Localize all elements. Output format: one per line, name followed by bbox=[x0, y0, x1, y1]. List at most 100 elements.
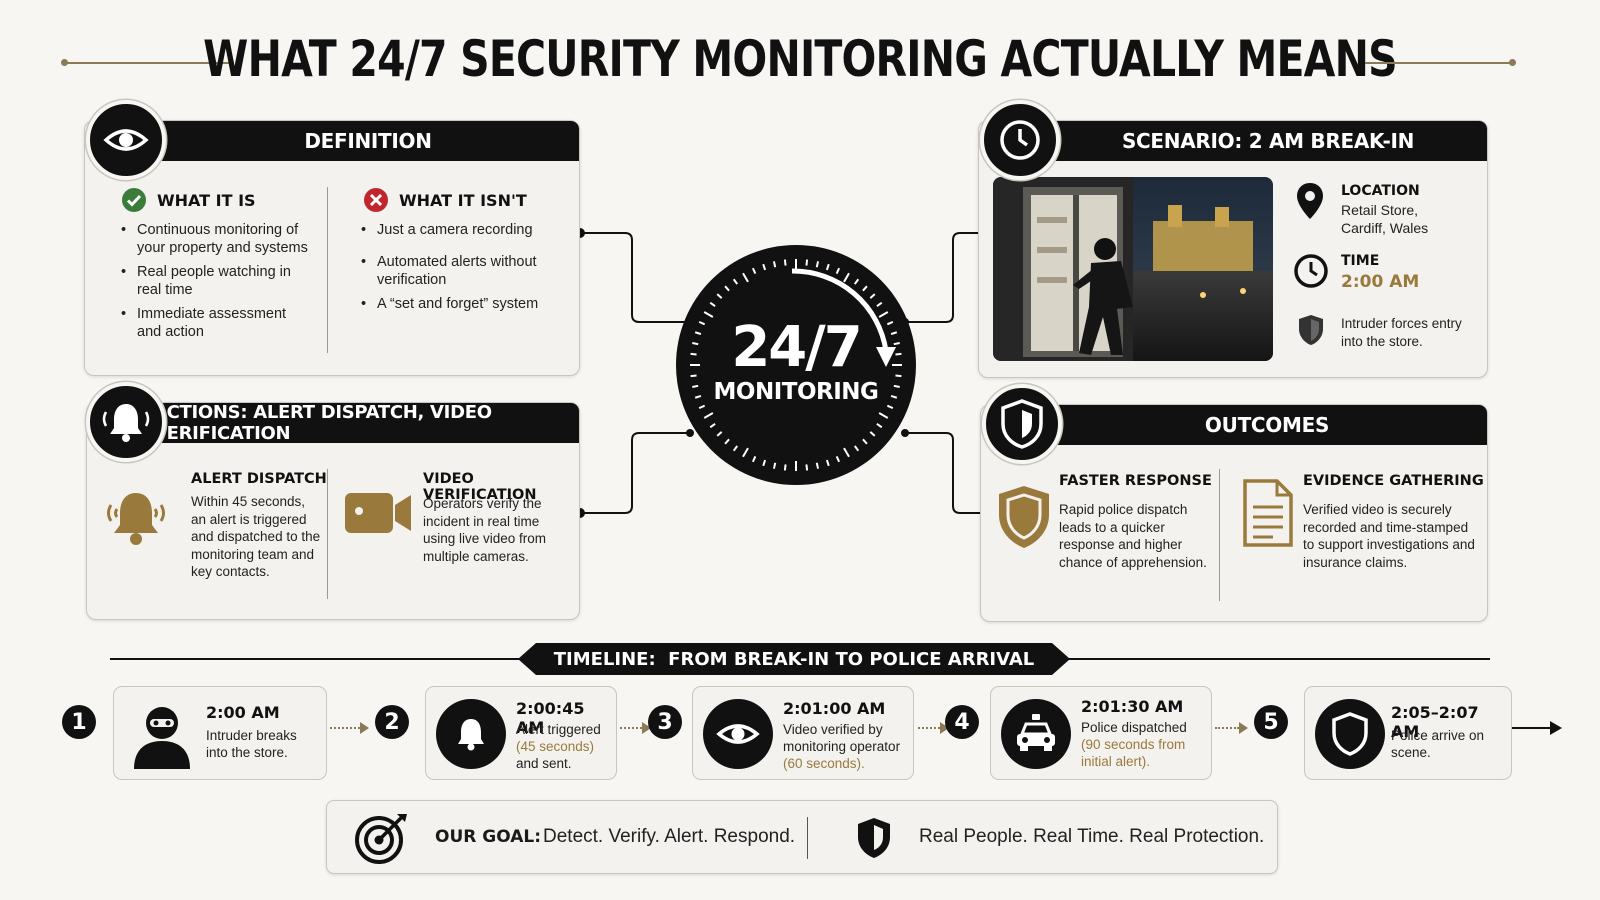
gold-shield-icon bbox=[995, 483, 1053, 551]
scenario-header: SCENARIO: 2 AM BREAK-IN bbox=[1049, 121, 1487, 161]
goal-bar: OUR GOAL: Detect. Verify. Alert. Respond… bbox=[326, 800, 1278, 874]
dial-tick bbox=[890, 331, 898, 336]
dial-tick bbox=[890, 394, 898, 399]
dial-tick bbox=[692, 341, 699, 346]
dial-tick bbox=[835, 455, 841, 463]
list-item: A “set and forget” system bbox=[361, 295, 551, 313]
time-value: 2:00 AM bbox=[1341, 272, 1420, 292]
time-clock-icon bbox=[1293, 253, 1329, 289]
center-big-text: 24/7 bbox=[731, 315, 862, 380]
goal-label: OUR GOAL: bbox=[435, 827, 542, 847]
title-ornament-left bbox=[64, 62, 234, 64]
center-small-text: MONITORING bbox=[713, 379, 879, 405]
dial-tick bbox=[843, 272, 850, 283]
dial-tick bbox=[716, 431, 723, 437]
step-time: 2:05–2:07 AM bbox=[1391, 703, 1479, 741]
dial-tick bbox=[694, 331, 702, 336]
dial-tick bbox=[762, 263, 767, 271]
arrow-connector bbox=[918, 727, 940, 729]
alert-dispatch-heading: ALERT DISPATCH bbox=[191, 471, 327, 487]
dial-tick bbox=[690, 374, 697, 378]
step-number-1: 1 bbox=[62, 705, 96, 739]
dial-tick bbox=[772, 261, 777, 268]
evidence-gathering-text: Verified video is securely recorded and … bbox=[1303, 502, 1475, 570]
video-verification-text: Operators verify the incident in real ti… bbox=[423, 496, 547, 564]
eye-icon bbox=[103, 129, 149, 151]
shield-small-icon bbox=[1297, 313, 1325, 347]
timeline-step-5: 2:05–2:07 AM Police arrive on scene. bbox=[1304, 686, 1512, 780]
what-it-is-heading: WHAT IT IS bbox=[121, 187, 256, 213]
dial-tick bbox=[815, 261, 820, 268]
faster-response-text: Rapid police dispatch leads to a quicker… bbox=[1059, 502, 1207, 570]
step-desc: Police arrive on scene. bbox=[1391, 728, 1485, 760]
police-car-icon bbox=[1001, 699, 1071, 769]
timeline-step-3: 2:01:00 AM Video verified by monitoring … bbox=[692, 686, 914, 780]
shield-icon bbox=[855, 816, 893, 860]
step-desc: Police dispatched (90 seconds from initi… bbox=[1081, 720, 1187, 769]
divider bbox=[807, 817, 808, 859]
dial-tick bbox=[751, 455, 757, 463]
timeline-end-arrow bbox=[1550, 721, 1562, 735]
dial-tick bbox=[751, 267, 757, 275]
dial-tick bbox=[694, 394, 702, 399]
dial-tick bbox=[878, 311, 889, 318]
arrow-connector bbox=[620, 727, 642, 729]
evidence-gathering-heading: EVIDENCE GATHERING bbox=[1303, 473, 1484, 489]
dial-tick bbox=[698, 320, 706, 326]
arrow-connector bbox=[330, 727, 360, 729]
step-desc: Alert triggered (45 seconds) and sent. bbox=[516, 722, 601, 771]
dial-tick bbox=[709, 301, 716, 308]
step-desc: Video verified by monitoring operator (6… bbox=[783, 722, 901, 771]
dial-tick bbox=[869, 293, 876, 299]
definition-card: DEFINITION WHAT IT IS Continuous monitor… bbox=[84, 120, 580, 376]
video-verification-heading: VIDEO VERIFICATION bbox=[423, 471, 537, 503]
scenario-event: Intruder forces entry into the store. bbox=[1341, 316, 1462, 349]
step-number-3: 3 bbox=[648, 705, 682, 739]
dial-tick bbox=[690, 352, 697, 356]
dial-tick bbox=[724, 285, 730, 292]
shield-icon bbox=[1315, 699, 1385, 769]
dial-tick bbox=[783, 464, 787, 471]
what-it-is-list: Continuous monitoring of your property a… bbox=[121, 221, 311, 347]
dial-tick bbox=[692, 384, 699, 389]
timeline-step-1: 2:00 AM Intruder breaks into the store. bbox=[113, 686, 327, 780]
title-ornament-right-dot bbox=[1509, 59, 1516, 66]
step-number-4: 4 bbox=[945, 705, 979, 739]
check-icon bbox=[122, 188, 146, 212]
definition-header: DEFINITION bbox=[157, 121, 579, 161]
dial-tick bbox=[732, 445, 739, 452]
divider bbox=[327, 187, 328, 353]
dial-tick bbox=[703, 311, 714, 318]
dial-tick bbox=[895, 374, 902, 378]
divider bbox=[1219, 469, 1220, 601]
dial-tick bbox=[732, 278, 739, 285]
outcomes-card: OUTCOMES FASTER RESPONSE Rapid police di… bbox=[980, 404, 1488, 622]
list-item: Real people watching in real time bbox=[121, 263, 311, 299]
actions-badge bbox=[86, 382, 166, 462]
dial-tick bbox=[843, 447, 850, 458]
what-it-isnt-list: Just a camera recording Automated alerts… bbox=[361, 221, 551, 319]
outcomes-badge bbox=[982, 384, 1062, 464]
dial-tick bbox=[709, 422, 716, 429]
faster-response-heading: FASTER RESPONSE bbox=[1059, 473, 1212, 489]
eye-icon bbox=[703, 699, 773, 769]
bell-icon bbox=[436, 699, 506, 769]
dial-tick bbox=[783, 259, 787, 266]
dial-tick bbox=[876, 422, 883, 429]
step-number-5: 5 bbox=[1254, 705, 1288, 739]
dial-tick bbox=[762, 459, 767, 467]
dial-tick bbox=[862, 285, 868, 292]
step-number-2: 2 bbox=[375, 705, 409, 739]
outcomes-header: OUTCOMES bbox=[1047, 405, 1487, 445]
dial-tick bbox=[825, 459, 830, 467]
divider bbox=[327, 469, 328, 599]
timeline-end-line bbox=[1512, 727, 1552, 729]
dial-tick bbox=[815, 462, 820, 469]
document-icon bbox=[1241, 477, 1295, 549]
dial-tick bbox=[853, 278, 860, 285]
dial-tick bbox=[805, 464, 809, 471]
list-item: Just a camera recording bbox=[361, 221, 551, 239]
scenario-card: SCENARIO: 2 AM BREAK-IN LOCATION Retail … bbox=[978, 120, 1488, 378]
dial-tick bbox=[886, 320, 894, 326]
goal-text: Detect. Verify. Alert. Respond. bbox=[543, 826, 796, 847]
